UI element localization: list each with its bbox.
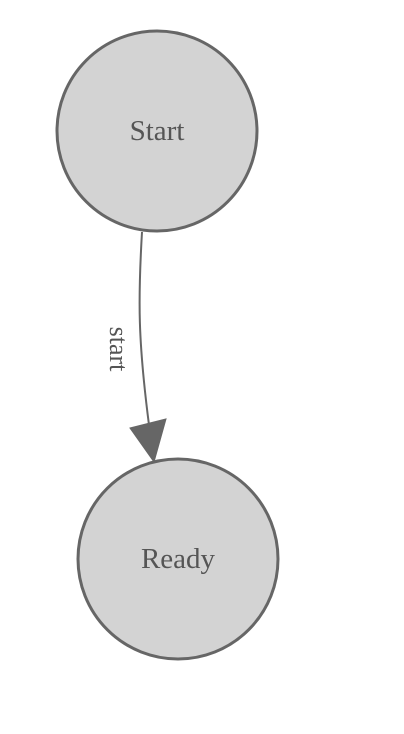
node-start[interactable]: Start	[55, 29, 259, 233]
node-ready-circle[interactable]	[76, 457, 280, 661]
edge-arrowhead-icon	[129, 418, 167, 464]
node-ready[interactable]: Ready	[76, 457, 280, 661]
edge-start-to-ready: start	[104, 231, 167, 464]
node-start-circle[interactable]	[55, 29, 259, 233]
node-start-label: Start	[130, 115, 185, 147]
node-ready-label: Ready	[141, 543, 216, 575]
edge-label-start: start	[104, 327, 133, 373]
edge-line	[138, 231, 150, 426]
